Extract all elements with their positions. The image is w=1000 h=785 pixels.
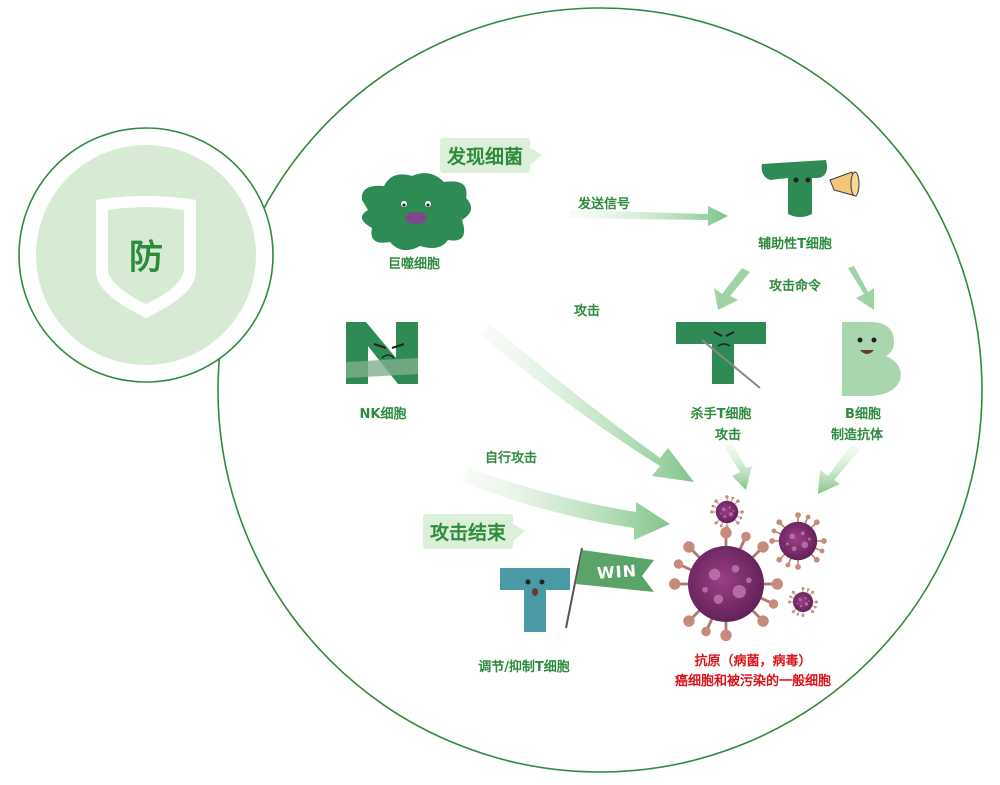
label-b-cell: B细胞 (845, 407, 881, 422)
label-macrophage: 巨噬细胞 (387, 257, 441, 272)
arrow-attack-command-right (848, 266, 874, 310)
label-killer-t: 杀手T细胞 (690, 407, 752, 422)
virus-large (667, 525, 785, 643)
bubble-attack-ended: 攻击结束 (423, 514, 526, 549)
label-attack-command: 攻击命令 (769, 279, 822, 294)
virus-tiny (787, 586, 819, 618)
label-nk: NK细胞 (359, 407, 407, 422)
label-b-cell-action: 制造抗体 (830, 428, 884, 443)
pathogen-cluster (667, 494, 828, 643)
nk-character (346, 322, 418, 384)
label-attack: 攻击 (574, 304, 601, 319)
arrow-antibody-attack (818, 444, 860, 494)
immune-system-circle (217, 7, 983, 773)
arrow-send-signal (570, 206, 728, 226)
defense-badge (18, 127, 274, 383)
bubble-discover-bacteria: 发现细菌 (440, 138, 543, 173)
label-infected-cells: 癌细胞和被污染的一般细胞 (674, 674, 832, 689)
win-flag-label: WIN (596, 561, 638, 583)
label-helper-t: 辅助性T细胞 (758, 237, 832, 252)
label-antigen: 抗原（病菌，病毒） (694, 654, 812, 669)
label-self-attack: 自行攻击 (485, 451, 538, 466)
helper-t-character (761, 160, 860, 217)
defense-badge-label: 防 (129, 237, 163, 278)
arrow-attack-command-left (714, 268, 750, 310)
win-flag (576, 550, 654, 592)
label-send-signal: 发送信号 (578, 197, 631, 212)
killer-t-character (676, 322, 766, 389)
virus-medium (768, 511, 828, 571)
macrophage-character (361, 173, 472, 251)
label-killer-t-action: 攻击 (714, 428, 742, 443)
arrow-attack-macrophage (482, 324, 694, 482)
regulatory-t-character (500, 547, 654, 632)
arrow-killer-attack (724, 442, 752, 490)
label-regulatory-t: 调节/抑制T细胞 (478, 660, 570, 675)
virus-small (709, 494, 745, 530)
b-cell-character (842, 322, 901, 396)
arrow-self-attack (462, 468, 670, 540)
